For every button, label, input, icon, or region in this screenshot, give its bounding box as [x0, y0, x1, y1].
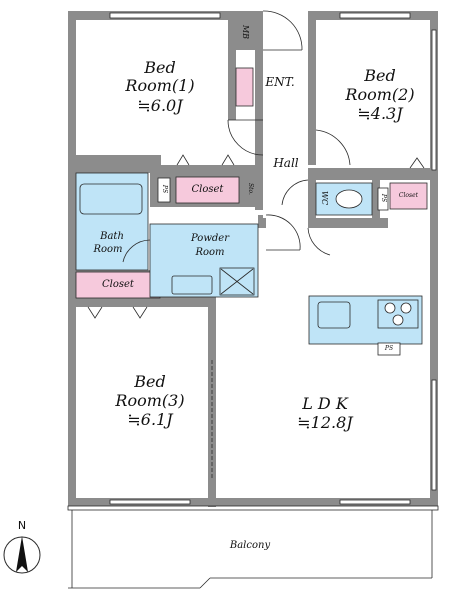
bathtub	[79, 183, 143, 215]
door-swings	[122, 10, 351, 263]
ps-label-3: PS	[384, 345, 394, 352]
ldk-name: L D K	[302, 394, 348, 413]
bed2-size: ≒4.3J	[357, 104, 403, 123]
stove-burners-icon	[384, 302, 412, 326]
bed1-size: ≒6.0J	[137, 96, 183, 115]
north-label: N	[17, 519, 27, 532]
ps-boxes	[157, 177, 401, 356]
closet-middle-label: Closet	[191, 184, 224, 195]
north-compass-icon	[3, 536, 41, 574]
mb-label: MB	[241, 24, 250, 40]
ent-storage	[235, 67, 254, 107]
wet-areas	[75, 172, 423, 345]
ldk-size: ≒12.8J	[297, 413, 353, 432]
toilet-bowl	[335, 189, 363, 209]
windows	[109, 12, 437, 505]
bed2-name: Bed	[364, 66, 396, 85]
closet-right	[389, 182, 428, 210]
bed3-size: ≒6.1J	[127, 410, 173, 429]
wc-label: WC	[320, 190, 329, 206]
storage-areas	[75, 67, 428, 299]
closet-right-label: Closet	[398, 192, 419, 199]
balcony	[67, 505, 439, 589]
kitchen-sink	[317, 301, 351, 329]
bed2-name-2: Room(2)	[345, 85, 415, 104]
powder-label: Powder	[190, 233, 229, 244]
bath-label-2: Room	[93, 244, 123, 255]
sink-basin	[171, 275, 213, 295]
closet-door-marks	[87, 154, 425, 319]
balcony-label: Balcony	[229, 540, 271, 551]
powder-label-2: Room	[195, 247, 225, 258]
closet-left-label: Closet	[102, 279, 134, 290]
hall-label: Hall	[273, 156, 299, 170]
bed1-name-2: Room(1)	[125, 76, 195, 95]
bed1-name: Bed	[144, 58, 176, 77]
washer-drain-icon	[220, 268, 254, 295]
ps-label-1: PS	[161, 184, 168, 194]
bed3-name: Bed	[134, 372, 166, 391]
bath-label: Bath	[100, 231, 124, 242]
bed3-name-2: Room(3)	[115, 391, 185, 410]
ldk-floor	[216, 215, 430, 498]
closet-middle	[175, 176, 240, 204]
ent-label: ENT.	[265, 75, 295, 89]
ps-label-2: PS	[380, 193, 387, 203]
closet-left	[75, 271, 161, 299]
sto-label: Sto.	[247, 183, 254, 195]
